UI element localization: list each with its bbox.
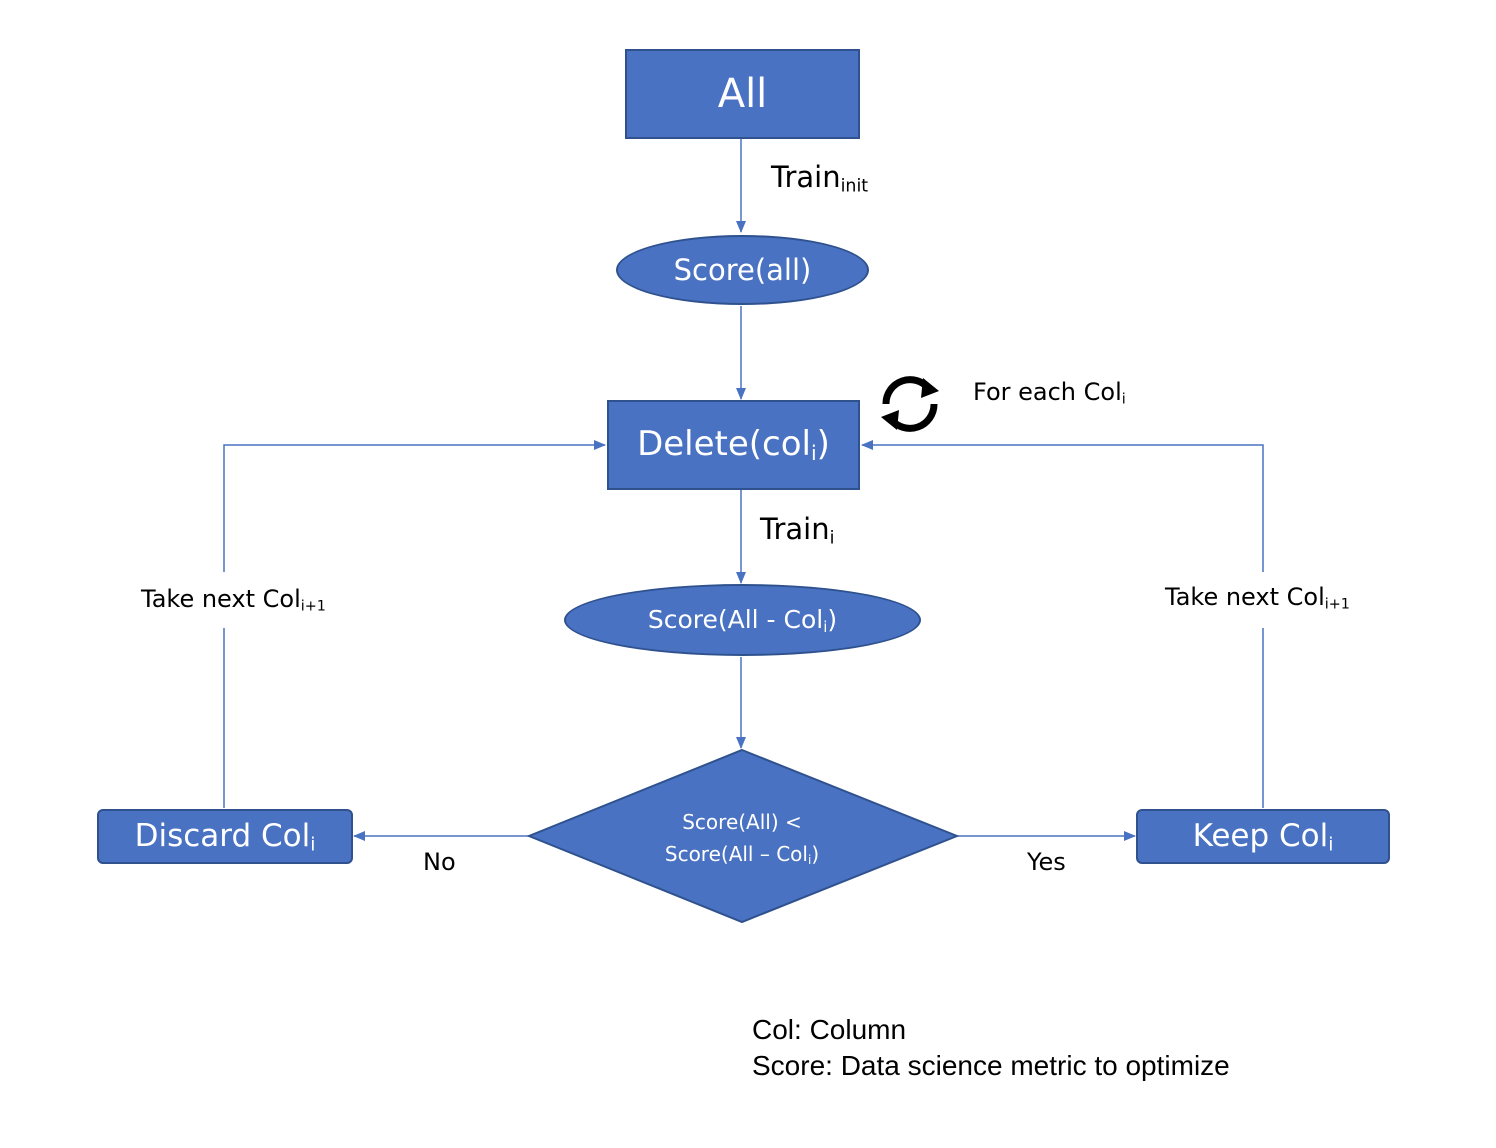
legend-note-score: Score: Data science metric to optimize	[752, 1050, 1230, 1081]
decision-diamond-shape	[526, 748, 960, 924]
label-take-next-right: Take next Coli+1	[1165, 583, 1350, 613]
node-score-all-label: Score(all)	[673, 253, 812, 287]
node-delete-col: Delete(coli)	[607, 400, 860, 490]
node-discard-col: Discard Coli	[97, 809, 353, 864]
label-no: No	[423, 848, 456, 876]
node-score-minus-col: Score(All - Coli)	[564, 584, 921, 656]
node-delete-col-label: Delete(coli)	[637, 424, 830, 466]
label-train-i: Traini	[760, 512, 835, 549]
node-all-label: All	[717, 71, 768, 117]
node-score-minus-col-label: Score(All - Coli)	[647, 604, 838, 636]
node-discard-col-label: Discard Coli	[134, 817, 316, 856]
node-all: All	[625, 49, 860, 139]
label-take-next-left: Take next Coli+1	[141, 585, 326, 615]
refresh-icon	[881, 376, 939, 432]
legend-notes: Col: Column Score: Data science metric t…	[752, 1012, 1230, 1084]
decision-label: Score(All) < Score(All – Coli)	[664, 810, 820, 867]
node-keep-col: Keep Coli	[1136, 809, 1390, 864]
node-score-all: Score(all)	[616, 235, 869, 305]
label-yes: Yes	[1027, 848, 1066, 876]
label-for-each-col: For each Coli	[973, 378, 1126, 408]
label-train-init: Traininit	[771, 160, 869, 197]
node-keep-col-label: Keep Coli	[1192, 817, 1334, 856]
edge-discard-loop-upper	[223, 440, 606, 572]
legend-note-col: Col: Column	[752, 1014, 907, 1045]
edge-keep-loop-upper	[861, 440, 1264, 572]
